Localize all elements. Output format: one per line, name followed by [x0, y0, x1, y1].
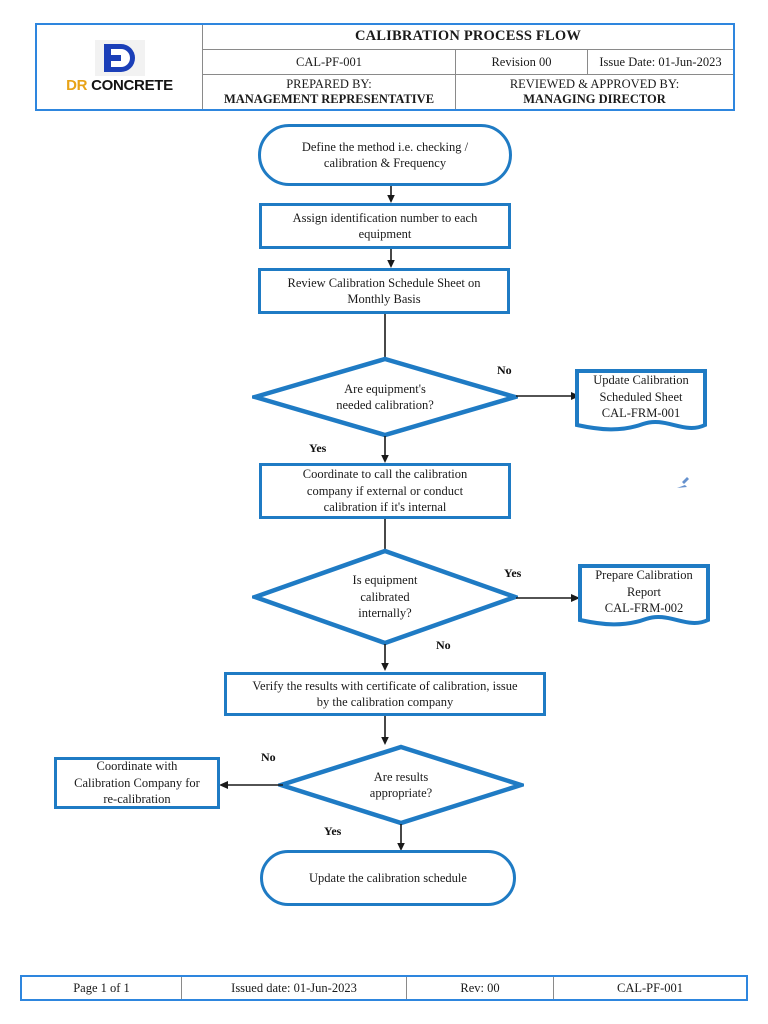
edge-label-d2-yes: Yes [504, 566, 522, 580]
flow-node-coordinate-recalibration: Coordinate with Calibration Company for … [54, 757, 220, 809]
logo-wordmark: DR CONCRETE [66, 77, 173, 94]
flow-node-d2-line2: calibrated [360, 589, 410, 604]
connector-decision1-yes-to-coordinate [379, 436, 391, 464]
connector-decision3-yes-to-end [395, 824, 407, 852]
prepared-by-value: MANAGEMENT REPRESENTATIVE [223, 92, 435, 106]
flow-node-review: Review Calibration Schedule Sheet on Mon… [258, 268, 510, 314]
flow-node-recal-line3: re-calibration [103, 792, 171, 807]
document-footer-table: Page 1 of 1 Issued date: 01-Jun-2023 Rev… [20, 975, 748, 1001]
logo-text-dr: DR [66, 77, 88, 94]
flow-node-prepare-report-line1: Prepare Calibration [595, 568, 693, 583]
flow-node-assign-line2: equipment [358, 227, 412, 241]
connector-start-to-assign [385, 186, 397, 204]
footer-issued-date: Issued date: 01-Jun-2023 [182, 977, 407, 999]
flow-node-prepare-report-line3: CAL-FRM-002 [604, 601, 684, 616]
flow-node-assign-line1: Assign identification number to each [292, 210, 478, 225]
header-doc-number: CAL-PF-001 [203, 50, 456, 74]
flow-node-d2-line1: Is equipment [352, 573, 418, 588]
header-title-row: CALIBRATION PROCESS FLOW [203, 25, 733, 50]
flow-node-recal-line2: Calibration Company for [74, 775, 200, 790]
cursor-artifact-icon [676, 474, 690, 490]
footer-doc-number: CAL-PF-001 [617, 980, 683, 995]
footer-page: Page 1 of 1 [22, 977, 182, 999]
flow-node-prepare-report-line2: Report [626, 584, 661, 599]
prepared-by-cell: PREPARED BY: MANAGEMENT REPRESENTATIVE [203, 75, 456, 109]
flow-node-start-line2: calibration & Frequency [323, 156, 447, 170]
flow-node-update-calibration-sheet: Update Calibration Scheduled Sheet CAL-F… [574, 368, 708, 436]
edge-label-d3-no: No [261, 750, 276, 764]
approved-by-value: MANAGING DIRECTOR [523, 92, 666, 106]
flow-node-decision3-label: Are results appropriate? [278, 744, 524, 826]
flow-node-decision-calibrated-internally: Is equipment calibrated internally? [252, 548, 518, 646]
header-right-block: CALIBRATION PROCESS FLOW CAL-PF-001 Revi… [203, 25, 733, 109]
flow-node-d1-line2: needed calibration? [336, 398, 434, 412]
connector-decision2-yes-to-prepare-report [516, 592, 582, 604]
edge-label-d1-yes: Yes [309, 441, 327, 455]
document-header-table: DR CONCRETE CALIBRATION PROCESS FLOW CAL… [35, 23, 735, 111]
flow-node-d1-line1: Are equipment's [344, 381, 426, 396]
connector-decision1-no-to-update-sheet [516, 390, 582, 402]
flow-node-coordinate-line1: Coordinate to call the calibration [302, 467, 468, 482]
edge-label-d3-yes: Yes [324, 824, 342, 838]
connector-coordinate-to-decision2 [379, 519, 391, 553]
logo-text-concrete: CONCRETE [91, 77, 173, 94]
dr-concrete-mark-icon [94, 40, 145, 76]
edge-label-d2-no: No [436, 638, 451, 652]
flow-node-verify-line2: by the calibration company [316, 695, 454, 709]
flow-node-start: Define the method i.e. checking / calibr… [258, 124, 512, 186]
approved-by-cell: REVIEWED & APPROVED BY: MANAGING DIRECTO… [456, 75, 733, 109]
flow-node-update-sheet-label: Update Calibration Scheduled Sheet CAL-F… [574, 368, 708, 426]
flow-node-prepare-calibration-report: Prepare Calibration Report CAL-FRM-002 [577, 563, 711, 631]
flow-node-assign: Assign identification number to each equ… [259, 203, 511, 249]
header-meta-row: CAL-PF-001 Revision 00 Issue Date: 01-Ju… [203, 50, 733, 75]
flow-node-coordinate-calibration: Coordinate to call the calibration compa… [259, 463, 511, 519]
approved-by-label: REVIEWED & APPROVED BY: [509, 77, 680, 91]
flow-node-decision-results-appropriate: Are results appropriate? [278, 744, 524, 826]
connector-assign-to-review [385, 249, 397, 269]
flow-node-decision2-label: Is equipment calibrated internally? [252, 548, 518, 646]
flow-node-coordinate-line2: company if external or conduct [306, 483, 464, 498]
flow-node-update-sheet-line3: CAL-FRM-001 [601, 406, 681, 421]
flow-node-d3-line1: Are results [373, 769, 429, 784]
flow-node-verify-line1: Verify the results with certificate of c… [252, 678, 518, 693]
flow-node-start-line1: Define the method i.e. checking / [301, 139, 469, 154]
flow-node-d2-line3: internally? [358, 606, 412, 621]
prepared-by-label: PREPARED BY: [286, 77, 372, 91]
edge-label-d1-no: No [497, 363, 512, 377]
header-revision: Revision 00 [456, 50, 588, 74]
connector-review-to-decision1 [379, 314, 391, 360]
flow-node-end-line1: Update the calibration schedule [309, 870, 467, 885]
flow-node-update-sheet-line1: Update Calibration [593, 373, 689, 388]
company-logo: DR CONCRETE [54, 36, 186, 98]
footer-revision: Rev: 00 [407, 977, 554, 999]
flow-node-update-sheet-line2: Scheduled Sheet [599, 389, 683, 404]
flow-node-verify-results: Verify the results with certificate of c… [224, 672, 546, 716]
header-issue-date: Issue Date: 01-Jun-2023 [599, 54, 722, 69]
flow-node-decision1-label: Are equipment's needed calibration? [252, 356, 518, 438]
header-signoff-row: PREPARED BY: MANAGEMENT REPRESENTATIVE R… [203, 75, 733, 109]
flow-node-review-line1: Review Calibration Schedule Sheet on [287, 275, 481, 290]
flow-node-prepare-report-label: Prepare Calibration Report CAL-FRM-002 [577, 563, 711, 621]
flow-node-end: Update the calibration schedule [260, 850, 516, 906]
flow-node-decision-needed-calibration: Are equipment's needed calibration? [252, 356, 518, 438]
flow-node-recal-line1: Coordinate with [96, 759, 178, 774]
flow-node-d3-line2: appropriate? [369, 786, 433, 800]
connector-verify-to-decision3 [379, 716, 391, 746]
connector-decision2-no-to-verify [379, 644, 391, 672]
logo-cell: DR CONCRETE [37, 25, 203, 109]
document-title: CALIBRATION PROCESS FLOW [354, 28, 582, 45]
flow-node-coordinate-line3: calibration if it's internal [323, 500, 447, 515]
flow-node-review-line2: Monthly Basis [347, 292, 421, 306]
connector-decision3-no-to-recalibration [219, 779, 283, 791]
